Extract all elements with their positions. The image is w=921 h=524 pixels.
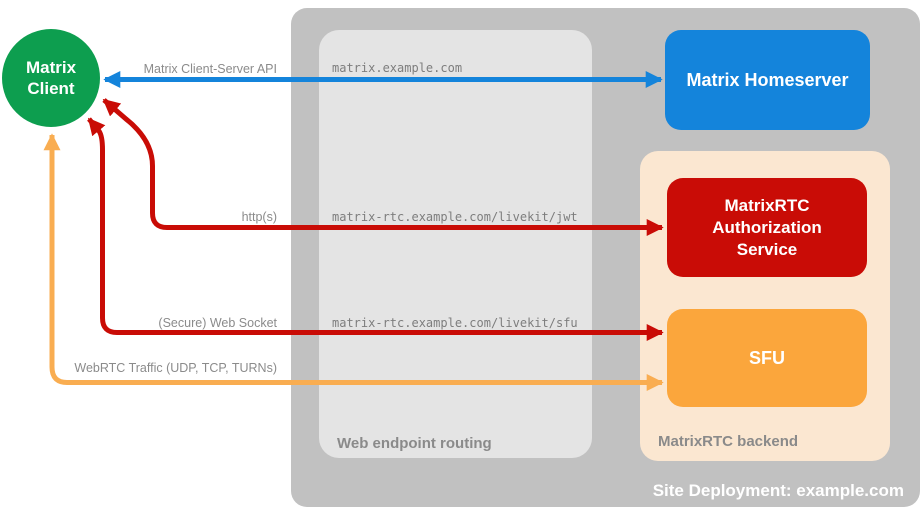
- matrix-client-server-api-arrow-label: Matrix Client-Server API: [143, 62, 277, 76]
- web-endpoint-routing-box: Web endpoint routing: [319, 30, 592, 458]
- matrix-homeserver-label: Matrix Homeserver: [686, 69, 849, 90]
- matrixrtc-authorization-service-node: MatrixRTC Authorization Service: [667, 178, 867, 277]
- matrix-client-node: Matrix Client: [2, 29, 100, 127]
- sfu-label: SFU: [749, 347, 785, 368]
- endpoint-matrix-example-com: matrix.example.com: [332, 61, 463, 75]
- site-deployment-label: Site Deployment: example.com: [652, 481, 904, 500]
- matrix-client-label: Matrix Client: [25, 58, 77, 98]
- endpoint-livekit-jwt: matrix-rtc.example.com/livekit/jwt: [332, 210, 578, 224]
- https-arrow-label: http(s): [241, 210, 277, 224]
- endpoint-livekit-sfu: matrix-rtc.example.com/livekit/sfu: [332, 316, 578, 330]
- webrtc-traffic-arrow-label: WebRTC Traffic (UDP, TCP, TURNs): [74, 361, 277, 375]
- matrixrtc-backend-label: MatrixRTC backend: [658, 433, 799, 450]
- matrixrtc-authorization-service-label: MatrixRTC Authorization Service: [712, 195, 822, 259]
- secure-web-socket-arrow-label: (Secure) Web Socket: [158, 316, 277, 330]
- web-endpoint-routing-label: Web endpoint routing: [337, 435, 492, 452]
- matrix-homeserver-node: Matrix Homeserver: [665, 30, 870, 130]
- sfu-node: SFU: [667, 309, 867, 407]
